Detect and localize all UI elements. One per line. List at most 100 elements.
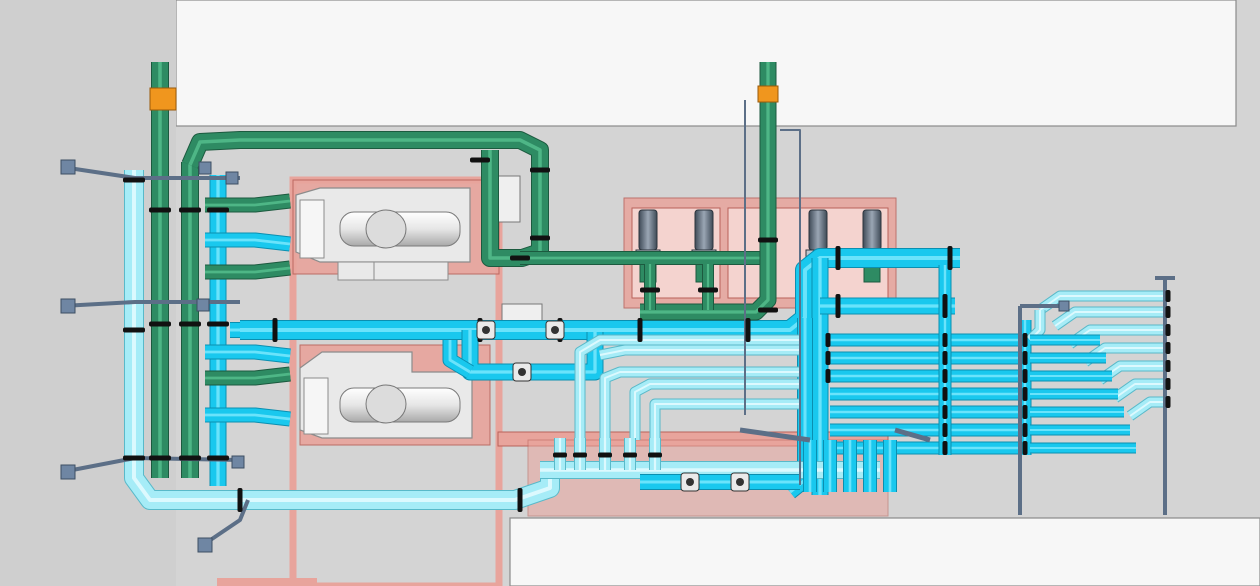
insulation-band-left bbox=[149, 87, 177, 111]
floor-bracket-3 bbox=[894, 427, 931, 443]
flange bbox=[758, 307, 778, 313]
pump-unit-lower bbox=[299, 351, 473, 439]
flange bbox=[530, 167, 550, 173]
flange bbox=[123, 177, 145, 183]
flange bbox=[1022, 369, 1028, 383]
flange bbox=[1022, 351, 1028, 365]
flange bbox=[758, 237, 778, 243]
flange bbox=[825, 369, 831, 383]
flange bbox=[553, 452, 567, 458]
flange bbox=[942, 423, 948, 437]
skid-bottom-strip bbox=[217, 578, 317, 586]
flange bbox=[149, 321, 171, 327]
pipe-lightblue-return-main bbox=[124, 170, 560, 510]
flange bbox=[1165, 396, 1171, 408]
flange bbox=[207, 455, 229, 461]
pipe-flanges bbox=[123, 157, 1171, 512]
pipe-lightblue-return-3 bbox=[599, 366, 800, 440]
flange bbox=[1165, 378, 1171, 390]
valve-3 bbox=[680, 472, 700, 492]
support-plate bbox=[60, 464, 76, 480]
pipe-cyan-drop bbox=[442, 340, 474, 379]
flange bbox=[530, 235, 550, 241]
pipe-pump-branch-6 bbox=[205, 407, 291, 427]
support-plate bbox=[225, 171, 239, 185]
flange bbox=[825, 333, 831, 347]
valve-5 bbox=[476, 320, 496, 340]
support-plate bbox=[231, 455, 245, 469]
flange bbox=[637, 318, 643, 342]
instrument-tube bbox=[780, 129, 801, 485]
pipe-lightblue-return-2 bbox=[574, 334, 800, 440]
flange bbox=[1165, 324, 1171, 336]
support-plate bbox=[1058, 300, 1070, 312]
flange bbox=[835, 246, 841, 270]
flange bbox=[207, 321, 229, 327]
support-plate bbox=[197, 537, 213, 553]
flange bbox=[123, 327, 145, 333]
floor-bracket-2 bbox=[739, 427, 811, 443]
pipe-pump-branch-2 bbox=[205, 232, 291, 252]
pipe-lightblue-return-1 bbox=[598, 344, 800, 361]
pipe-lightblue-header-6 bbox=[1111, 378, 1170, 403]
pipe-pump-branch-1 bbox=[205, 193, 291, 213]
flange bbox=[123, 455, 145, 461]
flange bbox=[598, 452, 612, 458]
floor-bracket bbox=[201, 499, 250, 547]
support-plate bbox=[60, 298, 76, 314]
flange bbox=[1165, 290, 1171, 302]
valve-1 bbox=[512, 362, 532, 382]
pipe-green-overhead-loop bbox=[181, 131, 549, 267]
flange bbox=[1022, 333, 1028, 347]
pump-unit-upper bbox=[295, 187, 471, 281]
flange bbox=[942, 369, 948, 383]
pipe-pump-branch-5 bbox=[205, 366, 291, 386]
flange bbox=[825, 351, 831, 365]
flange bbox=[942, 333, 948, 347]
upper-wall-panel bbox=[175, 0, 1237, 127]
flange bbox=[510, 255, 530, 261]
flange bbox=[272, 318, 278, 342]
flange bbox=[1022, 441, 1028, 455]
flange bbox=[1165, 306, 1171, 318]
support-plate bbox=[60, 159, 76, 175]
pipe-cyan-main-header bbox=[240, 248, 960, 340]
flange bbox=[470, 157, 490, 163]
flange bbox=[942, 405, 948, 419]
support-plate bbox=[198, 161, 212, 175]
flange bbox=[517, 488, 523, 512]
flange bbox=[942, 387, 948, 401]
flange bbox=[149, 455, 171, 461]
vertical-pump-4 bbox=[859, 209, 885, 283]
flange bbox=[942, 294, 948, 318]
flange bbox=[835, 294, 841, 318]
flange bbox=[623, 452, 637, 458]
flange bbox=[1165, 360, 1171, 372]
flange bbox=[573, 452, 587, 458]
flange bbox=[1022, 405, 1028, 419]
flange bbox=[942, 441, 948, 455]
flange bbox=[207, 207, 229, 213]
flange bbox=[1022, 387, 1028, 401]
flange bbox=[179, 207, 201, 213]
flange bbox=[179, 455, 201, 461]
pipe-pump-branch-4 bbox=[205, 344, 291, 364]
flange bbox=[1165, 342, 1171, 354]
flange bbox=[640, 287, 660, 293]
pipe-green-riser-right bbox=[640, 62, 777, 321]
flange bbox=[237, 488, 243, 512]
flange bbox=[1022, 423, 1028, 437]
flange bbox=[179, 321, 201, 327]
flange bbox=[648, 452, 662, 458]
flange bbox=[149, 207, 171, 213]
insulation-band-right bbox=[757, 85, 779, 103]
flange bbox=[947, 246, 953, 270]
flange bbox=[942, 351, 948, 365]
flange bbox=[698, 287, 718, 293]
lower-wall-panel bbox=[509, 517, 1260, 586]
valve-2 bbox=[545, 320, 565, 340]
pipe-lightblue-header-2 bbox=[1051, 306, 1170, 331]
flange bbox=[745, 318, 751, 342]
